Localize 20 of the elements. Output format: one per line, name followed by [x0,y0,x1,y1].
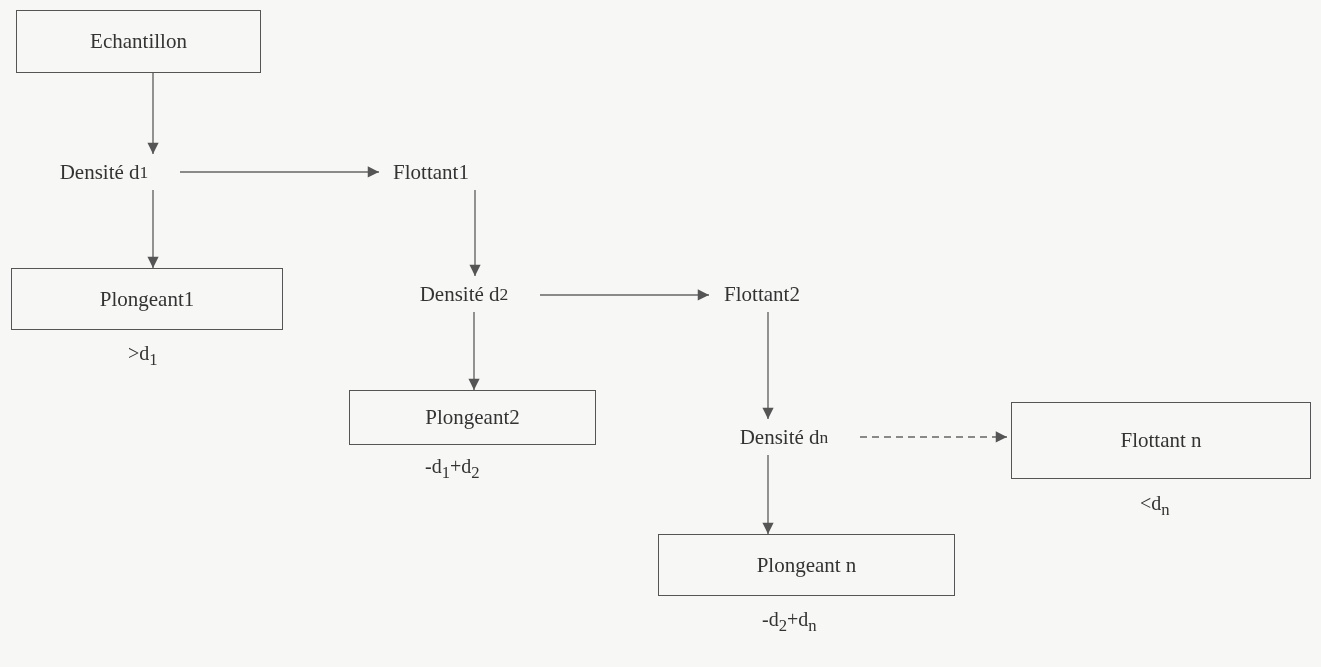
arrow [762,311,774,420]
process-box: Flottant n [1011,402,1311,479]
step-label: Flottant1 [383,154,479,190]
process-box: Plongeant1 [11,268,283,330]
density-note: -d$_{1}$+d$_{2}$ [425,455,480,483]
density-note: >d$_{1}$ [128,342,158,370]
process-box: Plongeant n [658,534,955,596]
arrow [539,289,710,301]
arrow [859,431,1008,443]
arrow [147,72,159,155]
arrow [468,311,480,391]
arrow [762,454,774,535]
step-label: Flottant2 [713,276,811,312]
density-note: <d$_{n}$ [1140,492,1170,520]
process-box: Echantillon [16,10,261,73]
process-box: Plongeant2 [349,390,596,445]
arrow [179,166,380,178]
arrow [147,189,159,269]
density-note: -d$_{2}$+d$_{n}$ [762,608,817,636]
arrow [469,189,481,277]
